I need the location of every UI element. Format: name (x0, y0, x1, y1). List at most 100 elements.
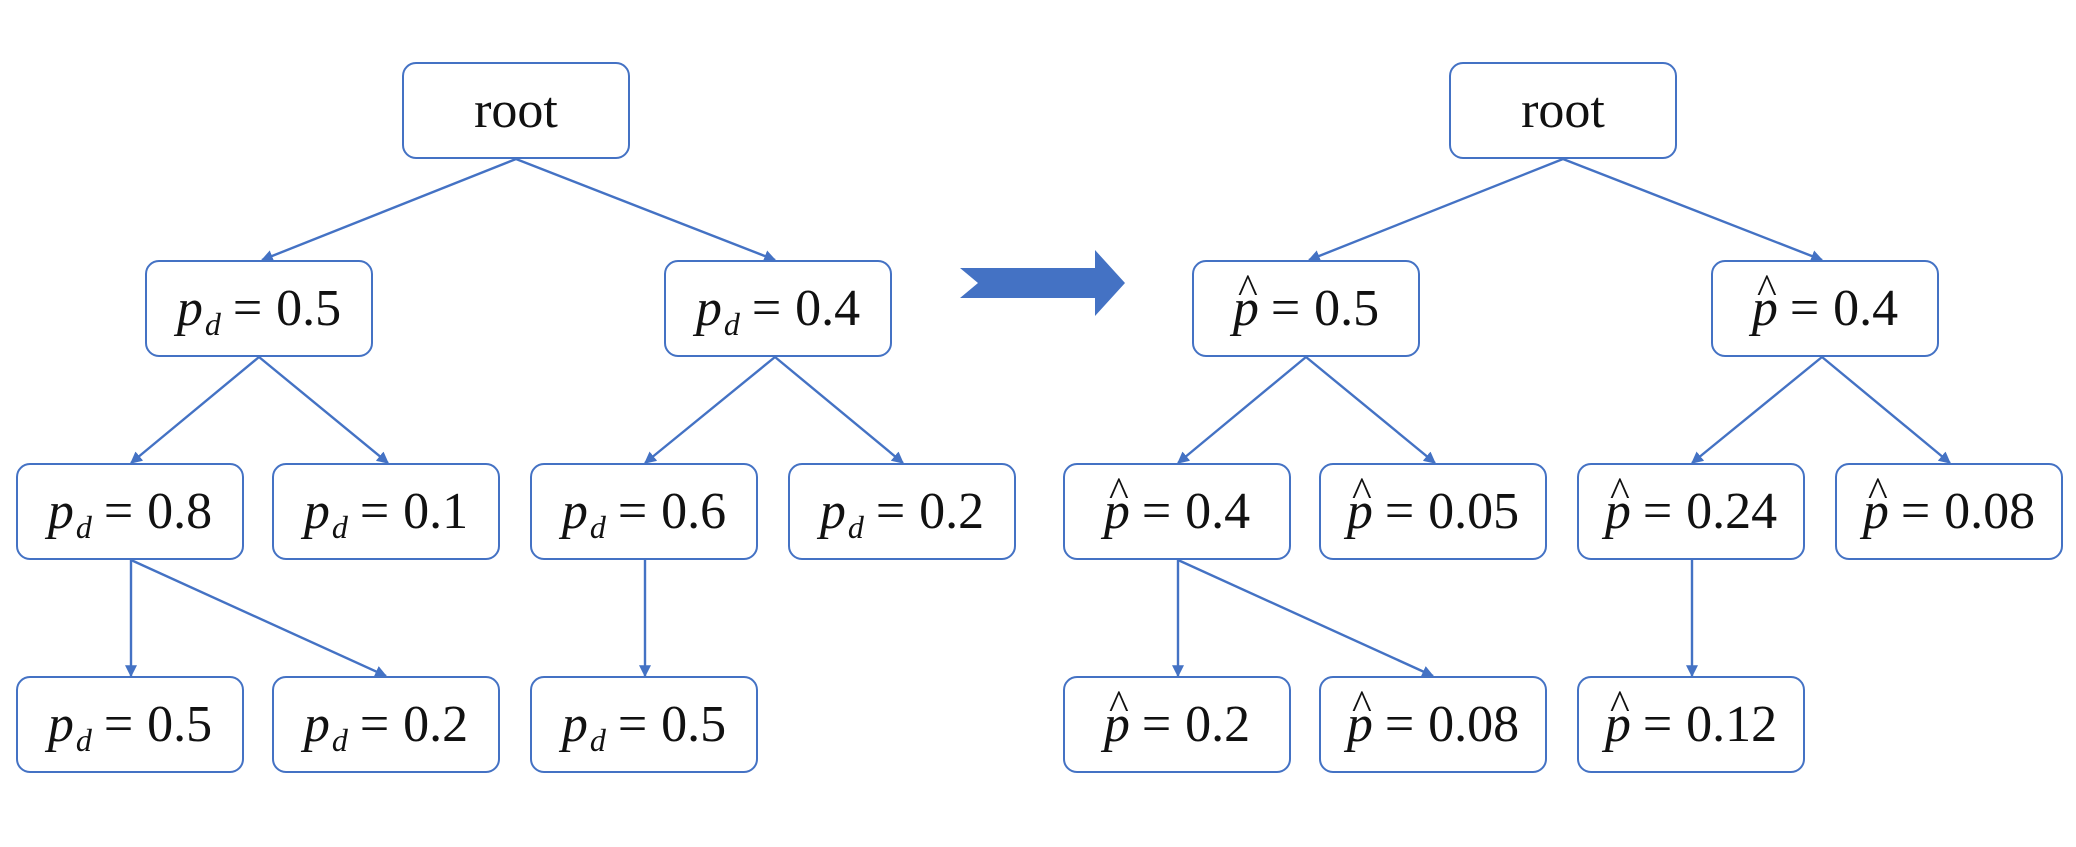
node-value: 0.5 (147, 696, 213, 753)
tree-edge-arrow (1691, 356, 1823, 464)
node-value: 0.1 (403, 483, 469, 540)
tree-edge-arrow (1305, 356, 1436, 464)
right-node-a2: ^p=0.05 (1319, 463, 1547, 560)
right-node-b2: ^p=0.08 (1835, 463, 2063, 560)
left-root-node: root (402, 62, 630, 159)
tree-edge-arrow (1307, 157, 1564, 262)
node-value: 0.12 (1686, 696, 1778, 753)
equals-sign: = (617, 696, 648, 753)
hat-accent: ^ (1609, 470, 1630, 516)
hat-accent: ^ (1756, 267, 1777, 313)
right-arrow-icon (960, 250, 1125, 316)
node-value: 0.08 (1428, 696, 1520, 753)
var-symbol: ^p (1751, 267, 1778, 337)
var-subscript: d (589, 722, 606, 758)
tree-edge-arrow (1562, 157, 1824, 262)
node-value: 0.4 (795, 280, 861, 337)
node-value: 0.24 (1686, 483, 1778, 540)
equals-sign: = (1900, 483, 1931, 540)
var-symbol: ^p (1103, 470, 1130, 540)
right-node-a1: ^p=0.4 (1063, 463, 1291, 560)
equals-sign: = (1384, 696, 1415, 753)
equals-sign: = (232, 280, 263, 337)
equals-sign: = (1642, 483, 1673, 540)
var-subscript: d (331, 509, 348, 545)
node-value: 0.2 (1185, 696, 1251, 753)
hat-accent: ^ (1351, 683, 1372, 729)
var-subscript: d (589, 509, 606, 545)
var-symbol: ^p (1604, 470, 1631, 540)
equals-sign: = (1642, 696, 1673, 753)
var-symbol: p (561, 696, 588, 753)
tree-edge-arrow (1177, 356, 1307, 464)
right-root-label: root (1521, 82, 1605, 139)
left-root-label: root (474, 82, 558, 139)
var-subscript: d (75, 509, 92, 545)
var-subscript: d (847, 509, 864, 545)
hat-accent: ^ (1108, 470, 1129, 516)
var-symbol: ^p (1604, 683, 1631, 753)
equals-sign: = (103, 483, 134, 540)
node-value: 0.4 (1833, 280, 1899, 337)
equals-sign: = (1141, 483, 1172, 540)
tree-edge-arrow (515, 157, 777, 262)
node-value: 0.05 (1428, 483, 1520, 540)
var-symbol: p (176, 280, 203, 337)
hat-accent: ^ (1867, 470, 1888, 516)
tree-edge-arrow (644, 356, 776, 464)
var-subscript: d (75, 722, 92, 758)
var-symbol: ^p (1103, 683, 1130, 753)
equals-sign: = (359, 483, 390, 540)
right-node-a: ^p=0.5 (1192, 260, 1420, 357)
var-symbol: p (47, 696, 74, 753)
var-symbol: p (695, 280, 722, 337)
tree-edge-arrow (130, 356, 260, 464)
hat-accent: ^ (1351, 470, 1372, 516)
node-value: 0.5 (1314, 280, 1380, 337)
hat-accent: ^ (1609, 683, 1630, 729)
node-value: 0.08 (1944, 483, 2036, 540)
tree-edge-arrow (774, 356, 904, 464)
node-value: 0.5 (661, 696, 727, 753)
right-node-a1a: ^p=0.2 (1063, 676, 1291, 773)
equals-sign: = (617, 483, 648, 540)
equals-sign: = (1384, 483, 1415, 540)
node-value: 0.8 (147, 483, 213, 540)
equals-sign: = (103, 696, 134, 753)
node-value: 0.2 (919, 483, 985, 540)
node-value: 0.6 (661, 483, 727, 540)
equals-sign: = (1789, 280, 1820, 337)
var-subscript: d (723, 306, 740, 342)
equals-sign: = (359, 696, 390, 753)
var-symbol: p (561, 483, 588, 540)
right-node-b1: ^p=0.24 (1577, 463, 1805, 560)
var-subscript: d (331, 722, 348, 758)
tree-edge-arrow (1821, 356, 1951, 464)
tree-edge-arrow (130, 558, 388, 678)
tree-edge-arrow (1177, 558, 1435, 678)
var-symbol: p (303, 483, 330, 540)
hat-accent: ^ (1237, 267, 1258, 313)
var-symbol: ^p (1346, 683, 1373, 753)
node-value: 0.5 (276, 280, 342, 337)
right-node-b: ^p=0.4 (1711, 260, 1939, 357)
equals-sign: = (875, 483, 906, 540)
node-value: 0.4 (1185, 483, 1251, 540)
var-symbol: ^p (1862, 470, 1889, 540)
var-symbol: ^p (1346, 470, 1373, 540)
right-node-b1a: ^p=0.12 (1577, 676, 1805, 773)
tree-edge-arrow (260, 157, 517, 262)
hat-accent: ^ (1108, 683, 1129, 729)
var-symbol: p (303, 696, 330, 753)
var-subscript: d (204, 306, 221, 342)
tree-edge-arrow (258, 356, 389, 464)
